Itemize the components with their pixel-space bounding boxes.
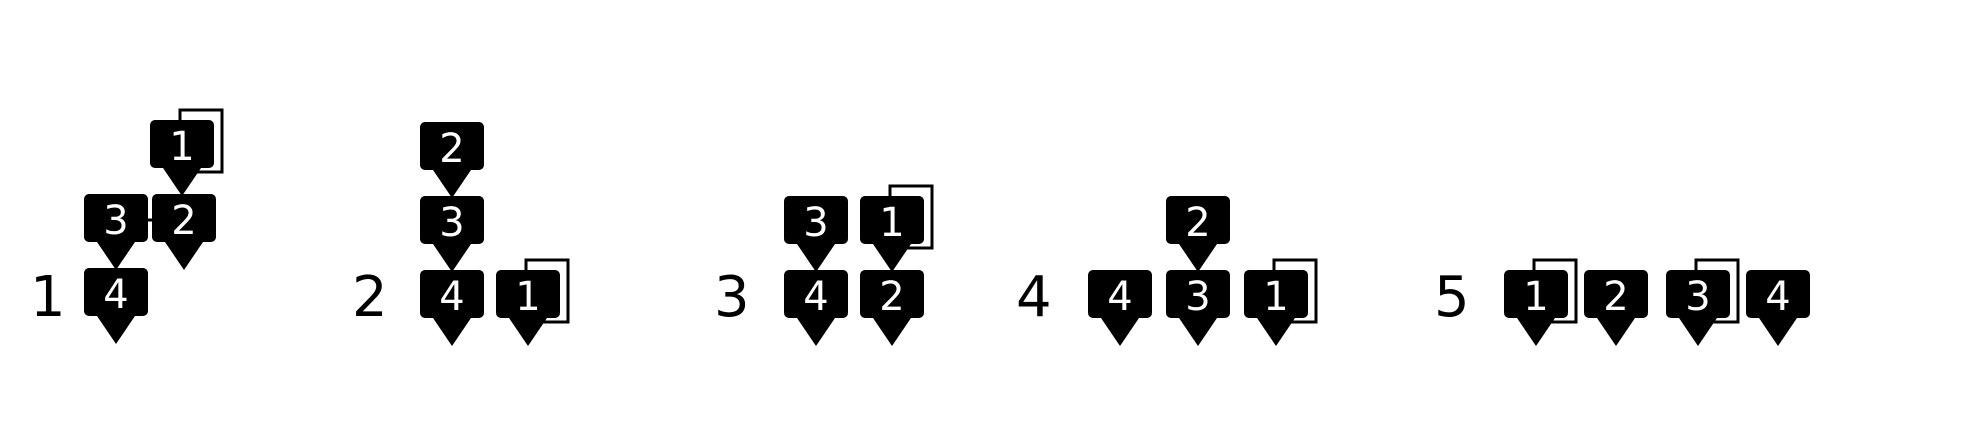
g2-tag-2-number: 2 xyxy=(439,126,464,172)
group-5: 5 1 2 3 4 xyxy=(1434,258,1810,346)
g2-tag-4: 4 xyxy=(420,270,484,346)
g1-tag-4-number: 4 xyxy=(103,272,128,318)
g3-tag-3-number: 3 xyxy=(803,200,828,246)
g5-tag-3-number: 3 xyxy=(1685,274,1710,320)
g5-tag-4: 4 xyxy=(1746,270,1810,346)
g4-tag-1-number: 1 xyxy=(1263,274,1288,320)
group-3-label: 3 xyxy=(714,265,750,330)
group-5-label: 5 xyxy=(1434,265,1470,330)
g3-tag-2-number: 2 xyxy=(879,274,904,320)
group-3: 3 3 1 4 2 xyxy=(714,184,934,346)
g2-tag-3: 3 xyxy=(420,196,484,272)
group-2-label: 2 xyxy=(352,265,388,330)
g4-tag-2: 2 xyxy=(1166,196,1230,272)
g2-tag-3-number: 3 xyxy=(439,200,464,246)
group-1-label: 1 xyxy=(30,265,66,330)
g5-tag-2: 2 xyxy=(1584,270,1648,346)
g2-tag-1-number: 1 xyxy=(515,274,540,320)
g5-tag-1-number: 1 xyxy=(1523,274,1548,320)
g5-tag-3: 3 xyxy=(1666,258,1740,346)
group-4: 4 2 4 3 1 xyxy=(1016,196,1318,346)
g1-tag-1-number: 1 xyxy=(169,124,194,170)
g4-tag-4: 4 xyxy=(1088,270,1152,346)
g3-tag-1-number: 1 xyxy=(879,200,904,246)
group-1: 1 1 3 2 4 xyxy=(30,108,224,344)
g5-tag-2-number: 2 xyxy=(1603,274,1628,320)
g1-tag-1: 1 xyxy=(150,108,224,196)
g4-tag-1: 1 xyxy=(1244,258,1318,346)
g3-tag-4: 4 xyxy=(784,270,848,346)
g5-tag-1: 1 xyxy=(1504,258,1578,346)
g4-tag-4-number: 4 xyxy=(1107,274,1132,320)
g1-tag-3: 3 xyxy=(84,194,148,270)
g2-tag-2: 2 xyxy=(420,122,484,198)
g3-tag-3: 3 xyxy=(784,196,848,272)
g4-tag-3: 3 xyxy=(1166,270,1230,346)
g1-tag-2-number: 2 xyxy=(171,198,196,244)
g2-tag-1: 1 xyxy=(496,258,570,346)
g5-tag-4-number: 4 xyxy=(1765,274,1790,320)
g4-tag-3-number: 3 xyxy=(1185,274,1210,320)
g4-tag-2-number: 2 xyxy=(1185,200,1210,246)
g1-tag-4: 4 xyxy=(84,268,148,344)
g3-tag-2: 2 xyxy=(860,270,924,346)
g1-tag-2: 2 xyxy=(152,194,216,270)
group-2: 2 2 3 4 1 xyxy=(352,122,570,346)
g3-tag-4-number: 4 xyxy=(803,274,828,320)
group-4-label: 4 xyxy=(1016,265,1052,330)
g1-tag-3-number: 3 xyxy=(103,198,128,244)
g2-tag-4-number: 4 xyxy=(439,274,464,320)
g3-tag-1: 1 xyxy=(860,184,934,272)
